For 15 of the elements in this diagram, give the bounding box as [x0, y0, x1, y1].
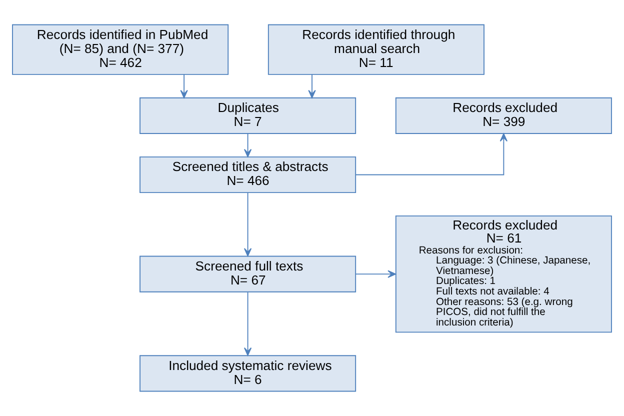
- node-box: Duplicates N= 7: [140, 97, 356, 134]
- arrow: [244, 192, 252, 256]
- node-box: Records excluded N= 399: [395, 97, 612, 134]
- node-box: Included systematic reviews N= 6: [140, 355, 356, 392]
- arrow: [244, 292, 252, 356]
- arrow: [355, 133, 508, 176]
- arrow: [180, 74, 188, 98]
- node-box: Records excluded N= 61 Reasons for exclusion: Language: 3 (Chinese, Japanese, Vietnamese) Duplicates: 1 Full texts not available: 4 Other reasons: 53 (e.g. wrong PICOS, did not fulfill the inclusion criteria): [395, 216, 612, 333]
- node-box: Screened full texts N= 67: [140, 256, 356, 292]
- arrow: [244, 133, 252, 158]
- node-box: Screened titles & abstracts N= 466: [140, 156, 356, 193]
- arrow: [355, 270, 396, 278]
- node-box: Records identified through manual search N= 11: [268, 24, 484, 75]
- arrow: [308, 74, 316, 98]
- node-box: Records identified in PubMed (N= 85) and (N= 377) N= 462: [12, 24, 229, 75]
